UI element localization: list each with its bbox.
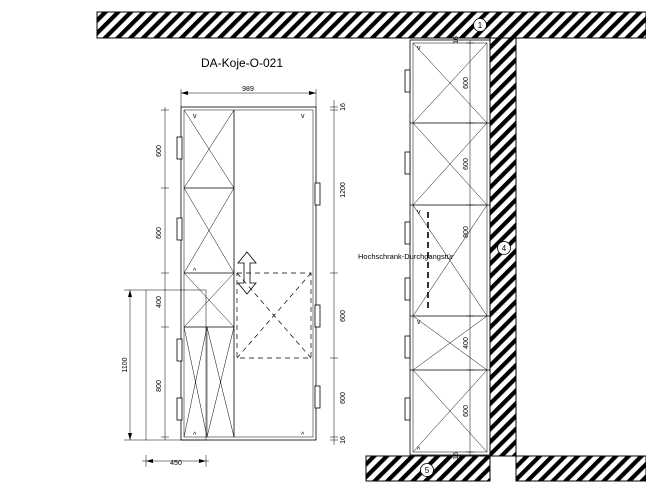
- svg-text:v: v: [417, 45, 421, 52]
- drawing-title: DA-Koje-O-021: [201, 56, 283, 70]
- front-left-dim-3: 400: [156, 296, 163, 308]
- svg-text:4: 4: [502, 244, 507, 253]
- top-wall: [96, 11, 646, 39]
- svg-text:1: 1: [478, 21, 483, 30]
- svg-text:v: v: [417, 319, 421, 326]
- front-right-dim-1: 16: [340, 103, 347, 111]
- front-right-dim-2: 1200: [340, 182, 347, 198]
- svg-text:v: v: [193, 113, 197, 120]
- callout-1: 1: [473, 18, 487, 32]
- plan-dim-3: 800: [463, 226, 470, 238]
- plan-view: v v v ^ 16 600 600 800 400 600 16: [404, 36, 491, 460]
- plan-dim-5: 600: [463, 405, 470, 417]
- front-right-dim-4: 600: [340, 392, 347, 404]
- front-width-label: 989: [242, 86, 254, 93]
- svg-text:^: ^: [193, 268, 197, 275]
- front-left-dim-1: 600: [156, 145, 163, 157]
- plan-top-dim: 16: [453, 36, 460, 44]
- plan-bottom-dim: 16: [453, 452, 460, 460]
- front-left-dim-2: 600: [156, 227, 163, 239]
- svg-text:^: ^: [301, 432, 305, 439]
- front-right-dim-5: 16: [340, 436, 347, 444]
- front-right-dim-3: 600: [340, 310, 347, 322]
- overall-height-label: 1100: [122, 357, 129, 372]
- cabinet-label: Hochschrank-Durchgangstür: [358, 252, 454, 261]
- bottom-width-label: 450: [170, 460, 182, 467]
- svg-text:v: v: [417, 209, 421, 216]
- front-view: v ^ ^ v ^ 989 600 60: [122, 86, 347, 467]
- svg-text:^: ^: [417, 447, 421, 454]
- front-left-dim-4: 800: [156, 380, 163, 392]
- svg-text:v: v: [301, 113, 305, 120]
- plan-dim-4: 400: [463, 337, 470, 349]
- plan-dim-1: 600: [463, 77, 470, 89]
- callout-4: 4: [497, 241, 511, 255]
- plan-dim-2: 600: [463, 158, 470, 170]
- svg-text:^: ^: [193, 432, 197, 439]
- bottom-wall-right: [515, 455, 646, 482]
- svg-text:5: 5: [425, 466, 430, 475]
- callout-5: 5: [420, 463, 434, 477]
